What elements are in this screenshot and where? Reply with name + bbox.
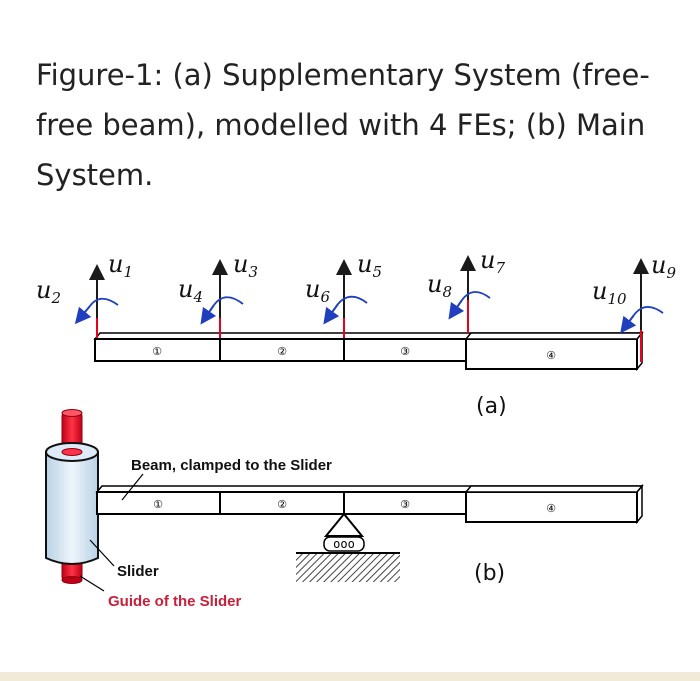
roller-support: ooo: [296, 512, 400, 582]
rotation-arrow: [461, 291, 491, 301]
element-2-a-label: ②: [277, 345, 287, 358]
element-4-a: [465, 338, 638, 370]
dof-u7: u7: [480, 246, 505, 277]
guide-label: Guide of the Slider: [108, 593, 242, 610]
caption-line-3: System.: [36, 158, 154, 192]
dof-u2: u2: [36, 276, 61, 307]
roller-wheels: ooo: [333, 537, 355, 551]
dof-u6: u6: [305, 275, 330, 306]
figure-caption: Figure-1: (a) Supplementary System (free…: [36, 50, 676, 200]
element-4-b: [465, 491, 638, 523]
dof-u1: u1: [108, 250, 133, 281]
dof-u3: u3: [233, 250, 258, 281]
element-3-b-label: ③: [400, 498, 410, 511]
rotation-arrow: [337, 295, 368, 305]
dof-u5: u5: [357, 250, 382, 281]
dof-u4: u4: [178, 275, 203, 306]
node-5-dofs: [620, 258, 664, 362]
element-1-a-label: ①: [152, 345, 162, 358]
rotation-arrow: [213, 296, 244, 306]
part-b-label: (b): [474, 561, 505, 586]
part-a-free-beam: ① ② ③ ④: [36, 246, 676, 419]
node-3-dofs: [323, 259, 368, 338]
dof-u8: u8: [427, 270, 452, 301]
dof-u9: u9: [651, 251, 676, 282]
caption-line-2: free beam), modelled with 4 FEs; (b) Mai…: [36, 108, 646, 142]
beam-label: Beam, clamped to the Slider: [131, 457, 332, 474]
slider-block: [45, 442, 99, 565]
part-b-main-system: ① ② ③ ④ ooo Beam, clamped to the Slider …: [45, 409, 644, 610]
dof-u10: u10: [592, 277, 627, 308]
element-4-a-label: ④: [546, 349, 556, 362]
rotation-arrow: [89, 297, 119, 307]
ground-hatch: [296, 554, 400, 582]
element-2-b-label: ②: [277, 498, 287, 511]
slider-label: Slider: [117, 563, 159, 580]
rotation-arrow: [633, 306, 664, 316]
node-1-dofs: [74, 264, 119, 338]
part-a-label: (a): [476, 394, 507, 419]
caption-line-1: Figure-1: (a) Supplementary System (free…: [36, 58, 650, 92]
bottom-divider: [0, 672, 700, 681]
element-4-b-label: ④: [546, 502, 556, 515]
element-3-a-label: ③: [400, 345, 410, 358]
node-2-dofs: [200, 259, 244, 338]
node-4-dofs: [448, 255, 491, 333]
element-1-b-label: ①: [153, 498, 163, 511]
